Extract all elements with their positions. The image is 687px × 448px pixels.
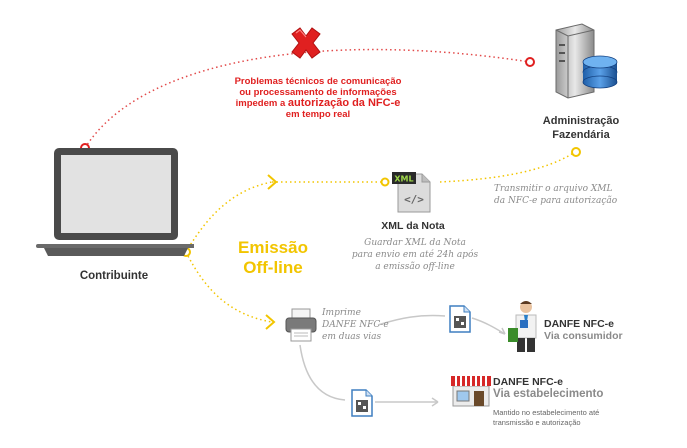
error-message: Problemas técnicos de comunicação ou pro… (218, 76, 418, 120)
emissao-line-2: Off-line (243, 258, 303, 277)
danfe-consumidor: DANFE NFC-e Via consumidor (544, 318, 623, 342)
transmit-line-2: da NFC-e para autorização (494, 196, 618, 206)
admin-line-2: Fazendária (552, 129, 610, 141)
xml-file-icon: XML </> (392, 172, 431, 213)
danfe-estab-sub: Via estabelecimento (493, 388, 604, 400)
transmit-line-1: Transmitir o arquivo XML (494, 184, 613, 194)
yellow-node-server (571, 147, 581, 157)
error-highlight: autorização da NFC-e (287, 97, 401, 109)
error-x-icon (291, 27, 321, 59)
danfe-estab-title: DANFE NFC-e (493, 376, 563, 388)
chevron-right-icon (265, 314, 276, 330)
server-icon (555, 23, 618, 99)
print-line-1: Imprime (322, 308, 361, 318)
red-dotted-arc (84, 48, 531, 149)
admin-line-1: Administração (542, 115, 620, 127)
admin-label: Administração Fazendária (536, 114, 626, 142)
xml-desc-1: Guardar XML da Nota (364, 238, 466, 248)
danfe-consumidor-sub: Via consumidor (544, 330, 623, 342)
print-description: Imprime DANFE NFC-e em duas vias (322, 307, 412, 343)
laptop-icon (36, 148, 194, 256)
error-line-2: ou processamento de informações (239, 87, 397, 98)
document-icon (449, 305, 471, 333)
error-line-3-prefix: impedem a (235, 98, 288, 109)
yellow-line-to-server (439, 151, 576, 183)
yellow-node-xml (380, 177, 390, 187)
consumer-person-icon (508, 301, 537, 352)
danfe-estabelecimento: DANFE NFC-e Via estabelecimento (493, 376, 603, 400)
store-icon (451, 376, 491, 407)
red-node-server (525, 57, 535, 67)
transmit-description: Transmitir o arquivo XML da NFC-e para a… (494, 183, 654, 207)
gray-line-estab-a (299, 344, 346, 401)
document-icon (351, 389, 373, 417)
chevron-right-icon (267, 174, 278, 190)
xml-description: Guardar XML da Nota para envio em até 24… (335, 237, 495, 273)
xml-desc-3: a emissão off-line (375, 262, 455, 272)
xml-badge-text: XML (394, 175, 413, 184)
danfe-consumidor-title: DANFE NFC-e (544, 318, 614, 330)
estab-note: Mantido no estabelecimento até transmiss… (493, 408, 599, 427)
error-line-1: Problemas técnicos de comunicação (234, 76, 402, 87)
print-line-2: DANFE NFC-e (322, 320, 389, 330)
xml-desc-2: para envio em até 24h após (351, 250, 479, 260)
svg-text:</>: </> (404, 193, 424, 206)
contribuinte-label: Contribuinte (79, 270, 149, 282)
printer-icon (285, 308, 317, 342)
emissao-line-1: Emissão (238, 238, 308, 257)
emissao-offline-label: Emissão Off-line (233, 238, 313, 278)
error-line-4: em tempo real (285, 109, 351, 120)
xml-title: XML da Nota (381, 220, 445, 232)
estab-note-2: transmissão e autorização (493, 417, 581, 427)
estab-note-1: Mantido no estabelecimento até (493, 408, 600, 417)
gray-line-consumidor-a (377, 314, 446, 326)
print-line-3: em duas vias (322, 332, 382, 342)
